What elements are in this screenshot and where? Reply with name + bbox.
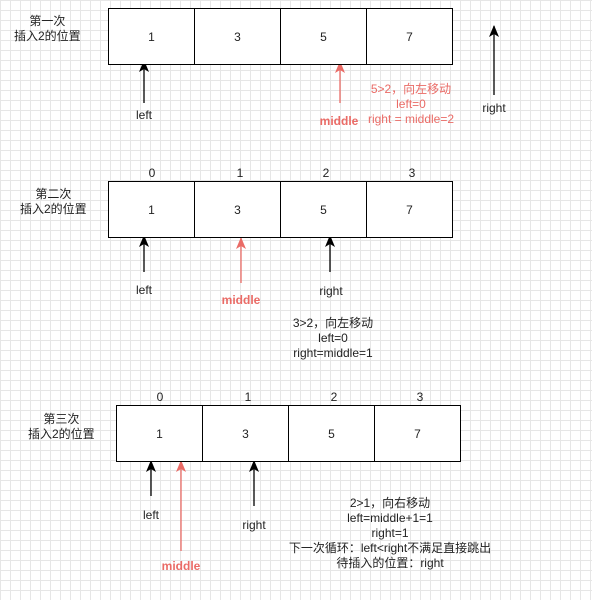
pass2-title: 第二次 插入2的位置	[20, 187, 87, 216]
pass3-right-label: right	[242, 518, 266, 532]
pass2-middle-label: middle	[221, 293, 261, 307]
pass3-left-label: left	[142, 508, 160, 522]
pass2-left-label: left	[135, 283, 153, 297]
pass1-cell: 7	[406, 29, 413, 44]
pass1-left-label: left	[135, 108, 153, 122]
pass3-cell: 3	[203, 406, 289, 461]
pass2-middle-arrowhead	[236, 237, 246, 249]
pass1-middle-label: middle	[319, 114, 359, 128]
pass2-right-label: right	[319, 284, 343, 298]
pass2-array: 1 3 5 7	[108, 181, 453, 238]
pass3-title: 第三次 插入2的位置	[28, 412, 95, 441]
pass3-index: 3	[416, 390, 424, 404]
pass3-note: 2>1，向右移动 left=middle+1=1 right=1 下一次循环：l…	[288, 496, 492, 570]
pass2-index: 1	[236, 166, 244, 180]
pass3-cell: 1	[117, 406, 203, 461]
pass3-left-arrowhead	[146, 460, 156, 472]
pass3-right-arrowhead	[249, 460, 259, 472]
pass1-middle-arrowhead	[335, 61, 345, 73]
pass2-index: 0	[148, 166, 156, 180]
pass2-right-arrowhead	[325, 235, 335, 247]
pass2-left-arrowhead	[139, 235, 149, 247]
pass3-middle-arrowhead	[176, 460, 186, 472]
pass1-right-arrowhead	[489, 25, 499, 37]
pass1-right-label: right	[482, 101, 506, 115]
pass3-index: 1	[244, 390, 252, 404]
pass2-cell: 5	[281, 182, 367, 237]
pass3-middle-label: middle	[161, 559, 201, 573]
pass3-index: 0	[156, 390, 164, 404]
pass1-cell: 3	[195, 9, 281, 64]
pass3-cell: 5	[289, 406, 375, 461]
pass1-title: 第一次 插入2的位置	[14, 14, 81, 43]
pass1-array: 1 3 5 7	[108, 8, 453, 65]
pass2-note: 3>2，向左移动 left=0 right=middle=1	[292, 316, 374, 360]
pass3-cell: 7	[414, 426, 421, 441]
pass3-index: 2	[330, 390, 338, 404]
pass2-cell: 1	[109, 182, 195, 237]
pass1-cell: 1	[109, 9, 195, 64]
pass2-index: 3	[408, 166, 416, 180]
pass3-array: 1 3 5 7	[116, 405, 461, 462]
pass2-index: 2	[322, 166, 330, 180]
pass1-cell: 5	[281, 9, 367, 64]
pass2-cell: 3	[195, 182, 281, 237]
pass2-cell: 7	[406, 202, 413, 217]
pass1-note: 5>2，向左移动 left=0 right = middle=2	[367, 82, 455, 126]
pass1-left-arrowhead	[139, 60, 149, 72]
